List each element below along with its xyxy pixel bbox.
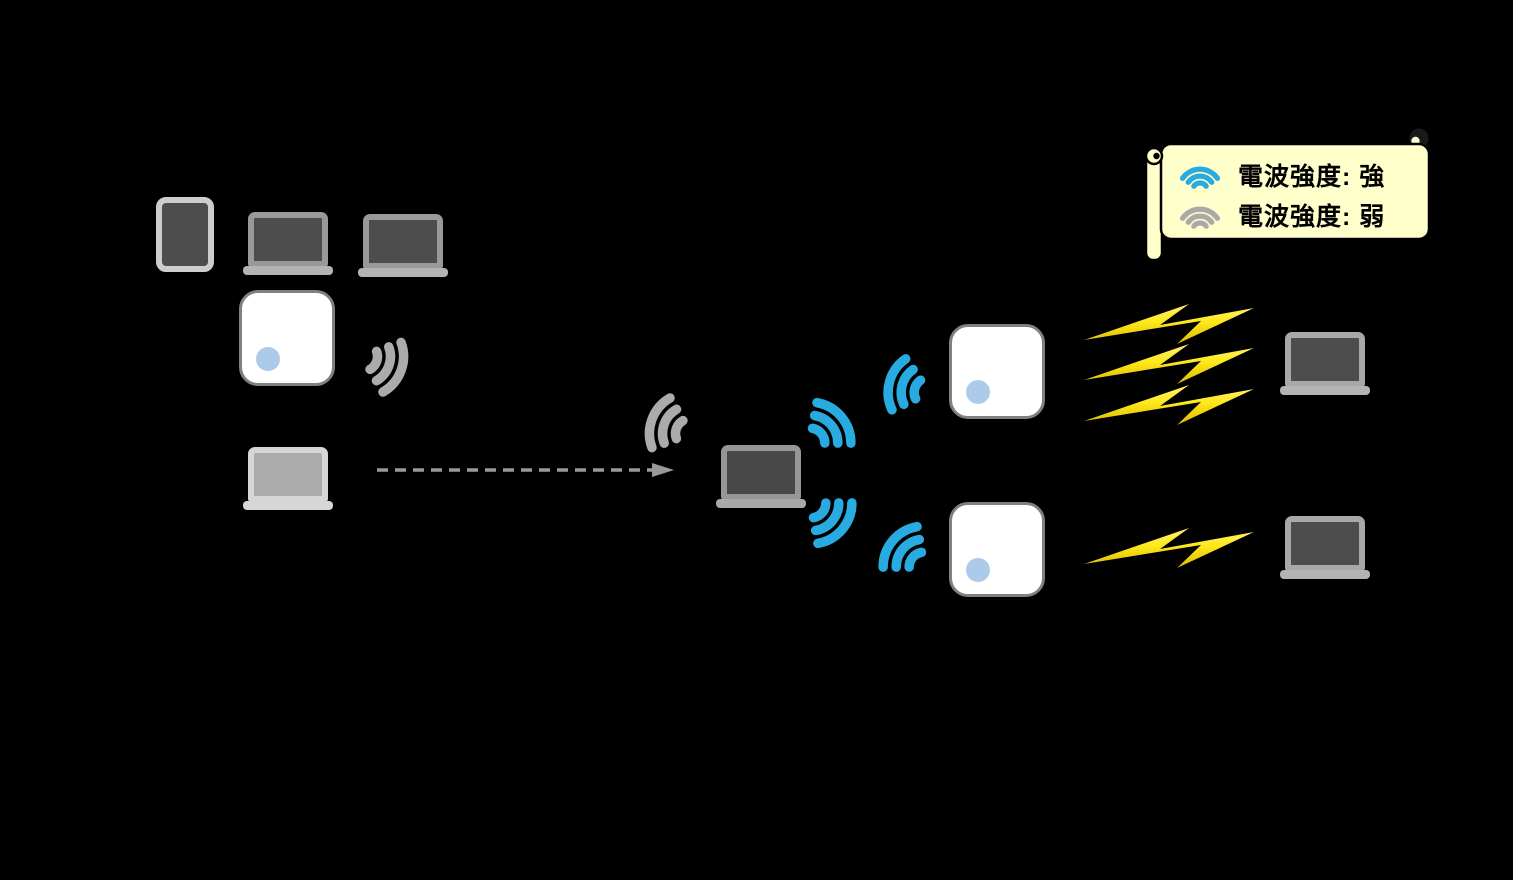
laptop-icon bbox=[1280, 516, 1370, 579]
laptop-screen bbox=[1285, 516, 1365, 571]
access-point-icon bbox=[949, 502, 1045, 597]
wifi-signal-weak-icon bbox=[365, 337, 409, 397]
laptop-base bbox=[1280, 570, 1370, 579]
scroll-banner-background bbox=[1144, 128, 1431, 262]
lightning-bolt-icon bbox=[1084, 385, 1254, 425]
access-point-led bbox=[256, 347, 280, 371]
laptop-base bbox=[243, 266, 333, 275]
wifi-signal-strong-icon bbox=[807, 397, 856, 448]
wifi-signal-strong-icon bbox=[808, 498, 857, 549]
access-point-led bbox=[966, 558, 990, 582]
wifi-signal-weak-icon bbox=[644, 393, 688, 453]
access-point-icon bbox=[239, 290, 335, 386]
lightning-bolt-icon bbox=[1084, 528, 1254, 568]
laptop-icon bbox=[243, 212, 333, 275]
wifi-signal-strong-icon bbox=[878, 521, 927, 572]
legend-label-strong: 電波強度: 強 bbox=[1238, 163, 1386, 191]
laptop-base bbox=[1280, 386, 1370, 395]
laptop-icon bbox=[1280, 332, 1370, 395]
laptop-screen bbox=[363, 214, 443, 269]
dashed-arrow bbox=[377, 463, 674, 477]
laptop-screen bbox=[248, 447, 328, 502]
legend-item-weak: 電波強度: 弱 bbox=[1180, 197, 1385, 233]
laptop-screen bbox=[1285, 332, 1365, 387]
laptop-base bbox=[716, 499, 806, 508]
laptop-base bbox=[358, 268, 448, 277]
legend-label-weak: 電波強度: 弱 bbox=[1238, 203, 1386, 231]
laptop-new-position-icon bbox=[716, 445, 806, 508]
access-point-led bbox=[966, 380, 990, 404]
legend-item-strong: 電波強度: 強 bbox=[1180, 157, 1385, 193]
lightning-bolt-icon bbox=[1084, 344, 1254, 384]
laptop-screen bbox=[248, 212, 328, 267]
access-point-icon bbox=[949, 324, 1045, 419]
laptop-old-position-icon bbox=[243, 447, 333, 510]
laptop-screen bbox=[721, 445, 801, 500]
wifi-signal-strong-icon bbox=[1180, 166, 1220, 189]
tablet-icon bbox=[156, 197, 214, 272]
wifi-signal-weak-icon bbox=[1180, 206, 1220, 229]
wifi-signal-strong-icon bbox=[883, 354, 926, 415]
lightning-bolt-icon bbox=[1084, 304, 1254, 344]
laptop-icon bbox=[358, 214, 448, 277]
legend-scroll: 電波強度: 強 電波強度: 弱 bbox=[1142, 124, 1434, 269]
laptop-base bbox=[243, 501, 333, 510]
